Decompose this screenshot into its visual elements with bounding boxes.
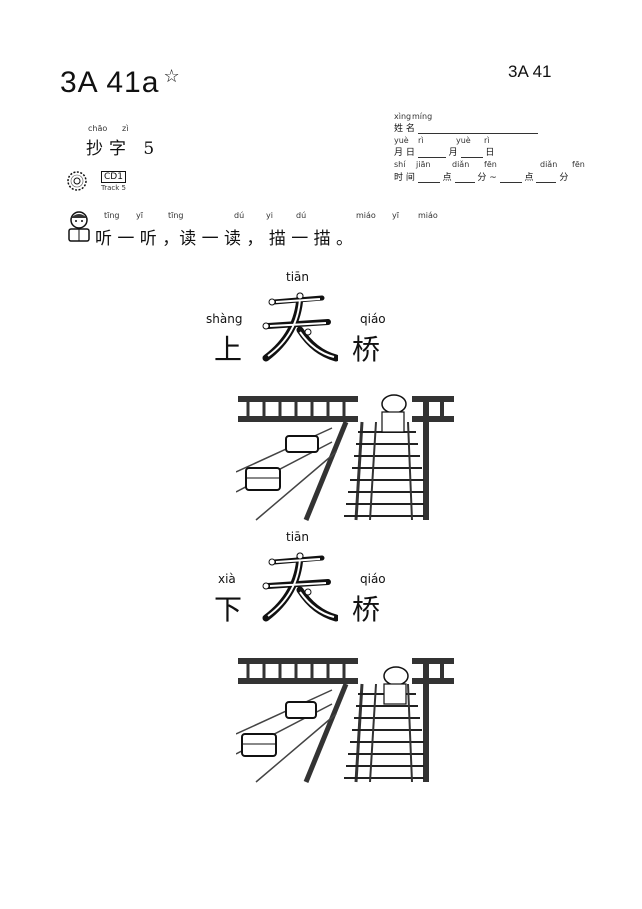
word2-char-xia: 下 <box>214 593 243 626</box>
lesson-title: 抄字 5 <box>86 139 161 159</box>
name-pinyin-2: míng <box>412 112 433 121</box>
instr-pinyin-7: miáo <box>356 211 376 220</box>
instr-pinyin-4: dú <box>234 211 245 220</box>
instruction-text: 听 一 听 ，读 一 读 ， 描 一 描 。 <box>95 229 354 249</box>
page-title: 3A 41a☆ <box>60 66 181 100</box>
word2-pinyin-xia: xià <box>218 572 236 586</box>
time-field-2[interactable] <box>454 174 475 183</box>
time-pinyin-2: jiān <box>416 160 431 169</box>
time-label-3: 分 ~ <box>477 173 497 183</box>
cd-label: CD1 <box>101 171 126 183</box>
time-pinyin-3: diǎn <box>452 160 470 169</box>
word1-char-qiao: 桥 <box>352 333 381 366</box>
instr-pinyin-1: tīng <box>104 211 120 220</box>
time-pinyin-1: shí <box>394 160 406 169</box>
instr-pinyin-3: tīng <box>168 211 184 220</box>
word2-pinyin-tian: tiān <box>286 530 309 544</box>
time-row: 时 间 点 分 ~ 点 分 <box>394 170 568 183</box>
date-label-1: 月 日 <box>394 148 415 158</box>
date-pinyin-2: rì <box>418 136 424 145</box>
instr-pinyin-8: yī <box>392 211 399 220</box>
cd-track: Track 5 <box>101 184 126 192</box>
date-field-1[interactable] <box>417 149 446 158</box>
date-pinyin-3: yuè <box>456 136 471 145</box>
word2-char-qiao: 桥 <box>352 593 381 626</box>
instr-pinyin-2: yī <box>136 211 143 220</box>
time-label-2: 点 <box>442 173 452 183</box>
time-field-3[interactable] <box>499 174 522 183</box>
date-field-2[interactable] <box>460 149 483 158</box>
word1-char-shang: 上 <box>214 333 243 366</box>
cd-icon <box>67 171 87 191</box>
word2-pinyin-qiao: qiáo <box>360 572 386 586</box>
name-pinyin-1: xìng <box>394 112 412 121</box>
star-icon: ☆ <box>163 66 181 86</box>
instr-pinyin-9: miáo <box>418 211 438 220</box>
time-label-4: 点 <box>524 173 534 183</box>
date-label-2: 月 <box>448 148 458 158</box>
instr-pinyin-6: dú <box>296 211 307 220</box>
time-field-4[interactable] <box>536 174 557 183</box>
page-title-text: 3A 41a <box>60 66 160 99</box>
name-label: 姓 名 <box>394 124 415 134</box>
time-pinyin-6: fēn <box>572 160 585 169</box>
date-pinyin-4: rì <box>484 136 490 145</box>
lesson-pinyin-2: zì <box>122 124 129 133</box>
word1-pinyin-shang: shàng <box>206 312 243 326</box>
time-label-1: 时 间 <box>394 173 415 183</box>
time-pinyin-5: diǎn <box>540 160 558 169</box>
name-field[interactable] <box>417 125 538 134</box>
date-pinyin-1: yuè <box>394 136 409 145</box>
lesson-pinyin-1: chāo <box>88 124 108 133</box>
trace-char-tian-1[interactable] <box>258 286 338 368</box>
time-pinyin-4: fēn <box>484 160 497 169</box>
word1-pinyin-qiao: qiáo <box>360 312 386 326</box>
date-label-3: 日 <box>485 148 495 158</box>
child-reading-icon <box>68 211 90 242</box>
instr-pinyin-5: yi <box>266 211 273 220</box>
time-label-5: 分 <box>559 173 569 183</box>
date-row: 月 日 月 日 <box>394 145 494 158</box>
time-field-1[interactable] <box>417 174 440 183</box>
page-code: 3A 41 <box>508 62 552 81</box>
name-row: 姓 名 <box>394 121 538 134</box>
overpass-up-illustration <box>236 394 454 521</box>
trace-char-tian-2[interactable] <box>258 546 338 628</box>
overpass-down-illustration <box>236 658 454 783</box>
word1-pinyin-tian: tiān <box>286 270 309 284</box>
